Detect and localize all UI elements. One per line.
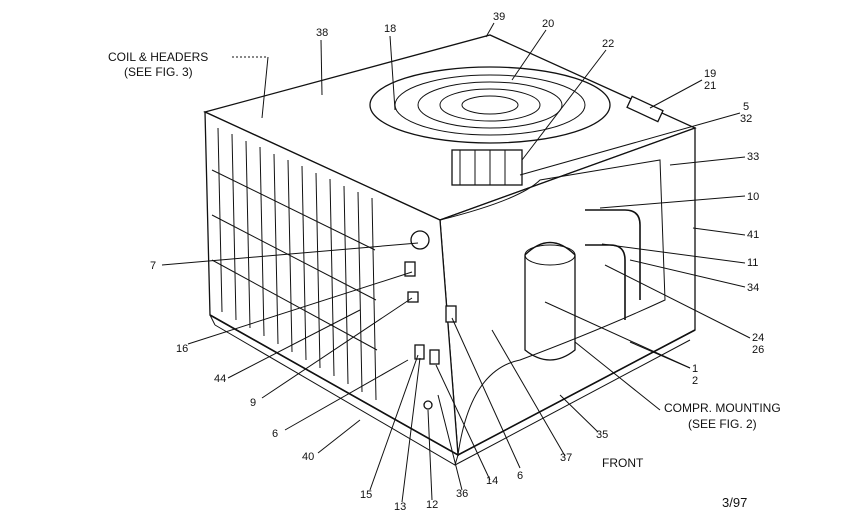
fan-motor [451,149,523,186]
callout-21: 21 [704,80,716,92]
relay [404,261,416,277]
callout-15: 15 [360,489,372,501]
callout-6-left: 6 [272,428,278,440]
coil-grille [211,127,378,401]
callout-39: 39 [493,11,505,23]
control-components [404,230,457,410]
callout-44: 44 [214,373,226,385]
callout-1: 1 [692,363,698,375]
callout-37: 37 [560,452,572,464]
switch-b [429,349,440,365]
compressor [524,241,576,361]
switch-a [414,344,425,360]
callout-26: 26 [752,344,764,356]
callout-35: 35 [596,429,608,441]
callout-33: 33 [747,151,759,163]
callout-38: 38 [316,27,328,39]
compr-mounting-caption: COMPR. MOUNTING [664,401,781,415]
cutaway-edge [439,159,666,456]
date-code: 3/97 [722,495,747,510]
callout-9: 9 [250,397,256,409]
callout-11: 11 [747,257,758,269]
callout-12: 12 [426,499,438,511]
callout-10: 10 [747,191,759,203]
callout-5: 5 [743,101,749,113]
callout-19: 19 [704,68,716,80]
front-label: FRONT [602,456,644,470]
callout-41: 41 [747,229,759,241]
callout-6-right: 6 [517,470,523,482]
captions: COIL & HEADERS (SEE FIG. 3) COMPR. MOUNT… [108,50,781,510]
callout-7: 7 [150,260,156,272]
contactor [445,305,457,323]
callout-32: 32 [740,113,752,125]
callout-numbers: 39 38 18 20 22 19 21 5 32 33 10 41 11 34… [150,11,764,513]
rating-plate [626,95,664,123]
coil-headers-ref: (SEE FIG. 3) [124,65,193,79]
callout-22: 22 [602,38,614,50]
coil-headers-caption: COIL & HEADERS [108,50,208,64]
callout-16: 16 [176,343,188,355]
callout-20: 20 [542,18,554,30]
callout-18: 18 [384,23,396,35]
callout-36: 36 [456,488,468,500]
capacitor [410,230,430,250]
callout-14: 14 [486,475,498,487]
compr-mounting-ref: (SEE FIG. 2) [688,417,757,431]
callout-34: 34 [747,282,759,294]
leader-lines [161,22,751,503]
callout-13: 13 [394,501,406,513]
valve [423,400,433,410]
callout-2: 2 [692,375,698,387]
terminal-block [407,291,419,303]
callout-40: 40 [302,451,314,463]
callout-24: 24 [752,332,764,344]
